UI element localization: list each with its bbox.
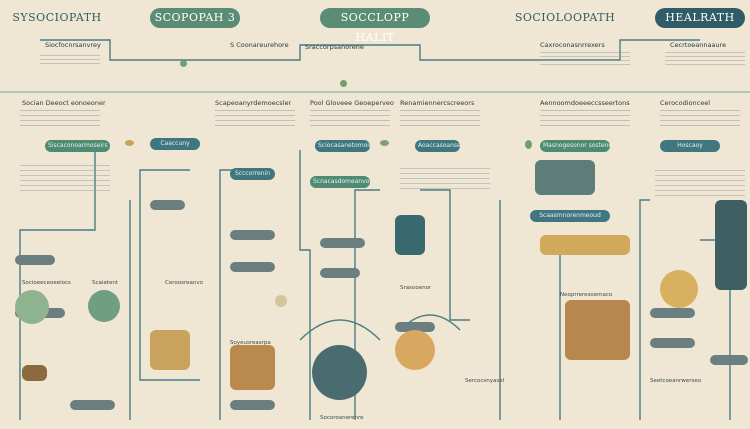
text-block-3 [310,110,390,126]
pill-8[interactable]: Scnacasdomeanvol [310,176,370,188]
pill-2[interactable]: Caaccuny [150,138,200,150]
pill-deco-12 [230,400,275,410]
dot-icon-2 [340,80,347,87]
title-sysociopath: SYSOCIOPATH [12,11,102,24]
pill-deco-9 [650,308,695,318]
label-l12: Soyeusreasrpa [230,340,271,346]
text-block-12 [665,52,745,68]
pill-deco-4 [230,262,275,272]
label-l4: Socian Deeoct eonoeoner [22,100,106,107]
label-l8: Aennoomdoeeeccsseertons [540,100,630,107]
pill-deco-7 [395,322,435,332]
text-block-2 [215,110,295,126]
pipeline-illustration [540,235,630,255]
text-block-10 [40,55,100,65]
server-illustration [715,200,747,290]
pill-deco-13 [70,400,115,410]
label-l1: Siocfocnrsanvrey [45,42,101,49]
globe-illustration [15,290,49,324]
label-l20: Seetcoeanrwerseo [650,378,702,384]
label-l2: S Coonareurehore [230,42,289,49]
label-l17: Cerocodionceel [660,100,711,107]
growth-illustration [395,330,435,370]
text-block-11 [540,52,630,68]
title-scopopah: SCOPOPAH 3 [150,8,240,28]
text-block-9 [655,170,745,200]
coin-illustration [660,270,698,308]
dot-icon-1 [180,60,187,67]
label-l3: Sraccorpsanorene [305,44,364,51]
pill-deco-10 [650,338,695,348]
office-circle-illustration [312,345,367,400]
title-socclopp-halit: SOCCLOPP HALIT [320,8,430,44]
label-l7: Renamiennercscreeors [400,100,475,107]
pill-deco-6 [320,268,360,278]
leaf-icon-2 [380,140,389,146]
bulb-icon [275,295,287,307]
text-block-6 [660,110,740,126]
label-l11: Scaiatent [92,280,118,286]
person-desk-illustration [150,330,190,370]
pill-3[interactable]: Sciocasanetomoiror [315,140,370,152]
team-illustration [535,160,595,195]
label-l10: Ceroosreanvo [165,280,203,286]
label-l19: Sercocsnyasel [465,378,505,384]
title-sociolopath: SOCIOLOOPATH [514,11,616,24]
pill-4[interactable]: Aoaccasoanseitol [415,140,460,152]
label-l9: Socioeeceoeeiocs [22,280,71,286]
text-block-4 [400,110,480,126]
box-illustration [22,365,47,381]
leaf-icon-3 [525,140,532,149]
title-healrath: HEALRATH [655,8,745,28]
building-illustration [565,300,630,360]
text-block-5 [540,110,630,126]
screen-illustration [395,215,425,255]
label-l14: Socoroanerenre [320,415,364,421]
pill-deco-1 [15,255,55,265]
label-l15: Caxroconasnrrexers [540,42,605,49]
pill-deco-2 [150,200,185,210]
pill-7[interactable]: Scccorrenin [230,168,275,180]
leaf-icon-1 [125,140,134,146]
label-l13: Srasooenor [400,285,432,291]
pill-deco-3 [230,230,275,240]
pill-6[interactable]: Hoscaoy [660,140,720,152]
globe-illustration-2 [88,290,120,322]
pill-5[interactable]: Masnogesonor sostenerd [540,140,610,152]
pill-deco-5 [320,238,365,248]
workspace-illustration [230,345,275,390]
pill-deco-11 [710,355,748,365]
text-block-7 [20,165,110,195]
label-l16: Cecrtoeannaaure [670,42,727,49]
text-block-1 [20,110,100,126]
label-l6: Pool Gloveee Geoeperveo [310,100,394,107]
text-block-8 [400,168,490,192]
pill-9[interactable]: Scaasmnorenmeoud [530,210,610,222]
pill-1[interactable]: Siscaconoarmoseirs [45,140,110,152]
label-l5: Scapeoanyrdemoecsler [215,100,292,107]
label-l18: Neoprreresoemaco [560,292,613,298]
